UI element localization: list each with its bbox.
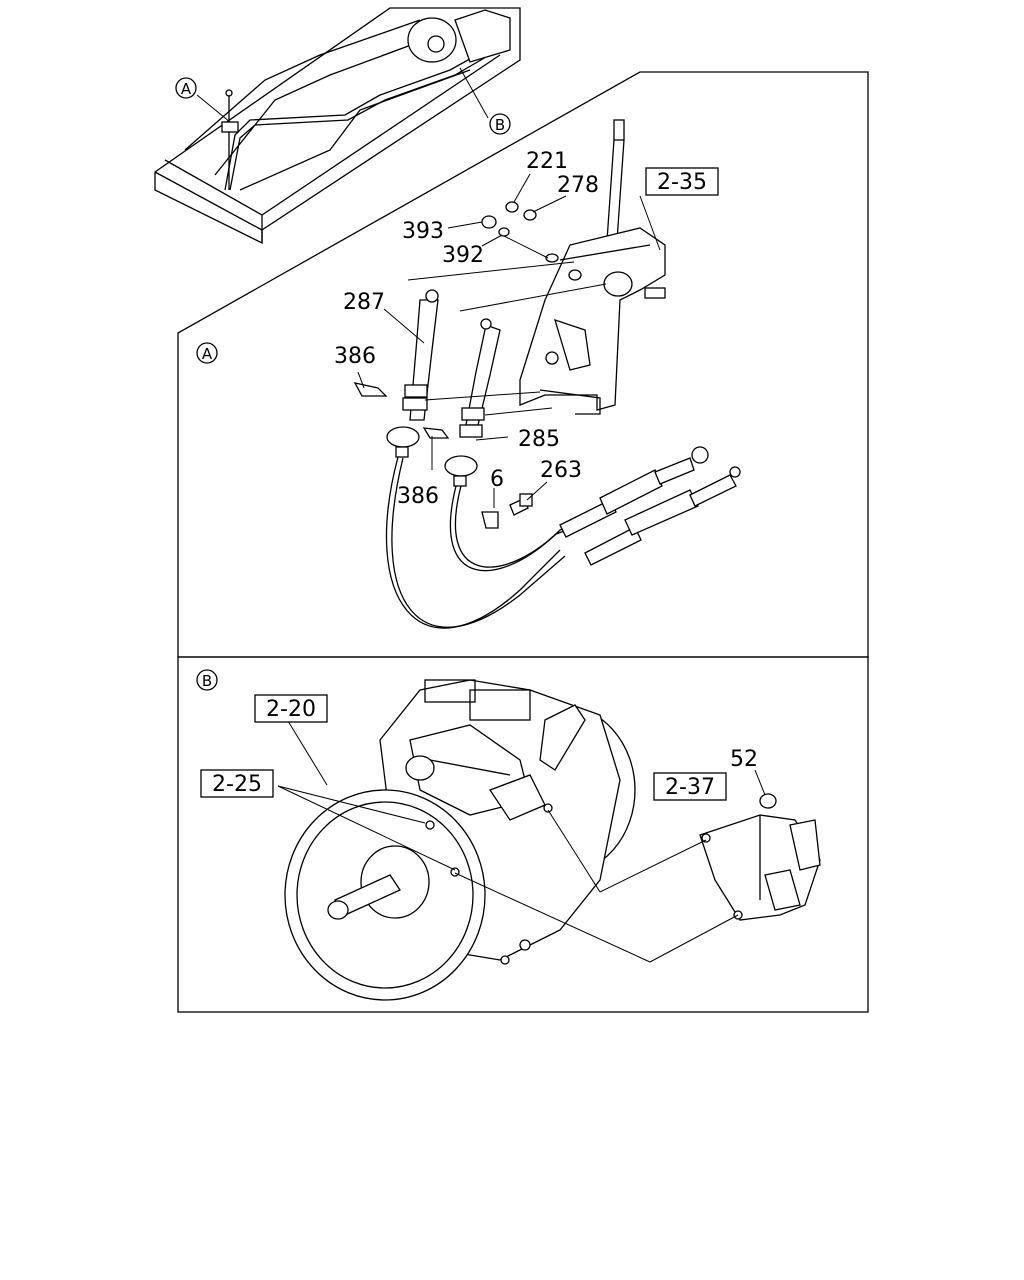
- panel-b-border: [177, 656, 869, 1013]
- label-6: 6: [490, 467, 504, 492]
- clip-6: [481, 511, 499, 529]
- label-52: 52: [730, 747, 758, 772]
- ref-box-2-20: [254, 694, 328, 723]
- callout-a-label: A: [181, 80, 192, 98]
- callout-b: B: [489, 113, 511, 135]
- panel-a: A: [177, 71, 869, 658]
- bracket-2-37: [699, 814, 821, 921]
- panel-b: B: [177, 656, 869, 1013]
- ref-box-2-25: [200, 769, 274, 798]
- clip-386-top: [353, 382, 388, 397]
- panel-b-leaders: [277, 720, 766, 963]
- label-278: 278: [557, 173, 599, 198]
- ref-2-25: 2-25: [212, 772, 262, 797]
- label-392: 392: [442, 243, 484, 268]
- panel-a-leaders: [357, 173, 661, 508]
- label-393: 393: [402, 219, 444, 244]
- overview-illustration: [154, 7, 521, 245]
- label-386-top: 386: [334, 344, 376, 369]
- ref-2-20: 2-20: [266, 697, 316, 722]
- panel-a-marker: A: [202, 345, 213, 363]
- label-287: 287: [343, 290, 385, 315]
- nut-52: [759, 793, 777, 809]
- cable-end-right: [444, 318, 501, 487]
- ref-box-2-37: [653, 772, 727, 801]
- bolt-263: [509, 493, 533, 516]
- callout-b-label: B: [495, 116, 505, 134]
- cable-end-left: [386, 289, 439, 458]
- callout-a: A: [175, 77, 197, 99]
- transmission-illustration: [284, 679, 636, 1001]
- panel-b-marker: B: [202, 672, 212, 690]
- ref-2-35: 2-35: [657, 170, 707, 195]
- shift-lever-bracket: [519, 119, 666, 415]
- shift-cables: [385, 446, 741, 629]
- small-hardware: [481, 201, 559, 263]
- label-263: 263: [540, 458, 582, 483]
- label-285: 285: [518, 427, 560, 452]
- label-221: 221: [526, 149, 568, 174]
- ref-box-2-35: [645, 167, 719, 196]
- ref-2-37: 2-37: [665, 775, 715, 800]
- label-386-bottom: 386: [397, 484, 439, 509]
- clip-386-bottom: [422, 427, 450, 439]
